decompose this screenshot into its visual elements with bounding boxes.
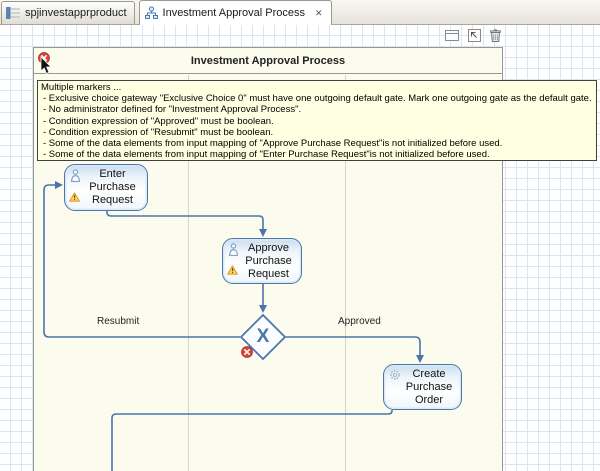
diagram-canvas[interactable]: Investment Approval Process Resubmit App… bbox=[0, 25, 600, 471]
task-label: Create Purchase Order bbox=[397, 368, 461, 407]
error-marker-icon[interactable] bbox=[241, 345, 253, 357]
warning-icon[interactable] bbox=[227, 265, 238, 279]
marker-tooltip: Multiple markers ... - Exclusive choice … bbox=[37, 80, 597, 161]
tab-spjinvestapprproduct[interactable]: spjinvestapprproduct bbox=[1, 1, 135, 24]
tooltip-item: - Condition expression of "Approved" mus… bbox=[41, 116, 593, 127]
task-create-purchase-order[interactable]: Create Purchase Order bbox=[383, 364, 462, 410]
tooltip-item: - Some of the data elements from input m… bbox=[41, 149, 593, 160]
trash-icon[interactable] bbox=[489, 28, 502, 43]
task-approve-purchase-request[interactable]: Approve Purchase Request bbox=[222, 238, 302, 284]
task-label: Enter Purchase Request bbox=[78, 168, 147, 207]
tooltip-title: Multiple markers ... bbox=[41, 82, 593, 93]
service-task-gear-icon bbox=[389, 369, 401, 385]
warning-icon[interactable] bbox=[69, 192, 80, 206]
close-icon[interactable]: ✕ bbox=[314, 7, 324, 19]
tooltip-item: - Some of the data elements from input m… bbox=[41, 138, 593, 149]
task-enter-purchase-request[interactable]: Enter Purchase Request bbox=[64, 164, 148, 211]
user-task-icon bbox=[228, 243, 239, 260]
tooltip-item: - Condition expression of "Resubmit" mus… bbox=[41, 127, 593, 138]
pool-title: Investment Approval Process bbox=[34, 48, 502, 74]
tab-label: spjinvestapprproduct bbox=[25, 7, 127, 19]
task-label: Approve Purchase Request bbox=[236, 242, 301, 281]
mouse-cursor-icon bbox=[40, 56, 52, 80]
diagram-toolbar bbox=[444, 28, 502, 43]
tab-investment-approval-process[interactable]: Investment Approval Process ✕ bbox=[139, 0, 332, 25]
user-task-icon bbox=[70, 169, 81, 186]
minimize-window-icon[interactable] bbox=[444, 28, 460, 43]
restore-arrow-icon[interactable] bbox=[467, 28, 482, 43]
product-table-icon bbox=[6, 6, 21, 20]
edge-label-resubmit[interactable]: Resubmit bbox=[97, 316, 139, 327]
edge-label-approved[interactable]: Approved bbox=[338, 316, 381, 327]
tab-label: Investment Approval Process bbox=[163, 7, 305, 19]
tooltip-item: - Exclusive choice gateway "Exclusive Ch… bbox=[41, 93, 593, 104]
tooltip-item: - No administrator defined for "Investme… bbox=[41, 104, 593, 115]
editor-tab-bar: spjinvestapprproduct Investment Approval… bbox=[0, 0, 600, 25]
process-diagram-icon bbox=[144, 6, 159, 20]
